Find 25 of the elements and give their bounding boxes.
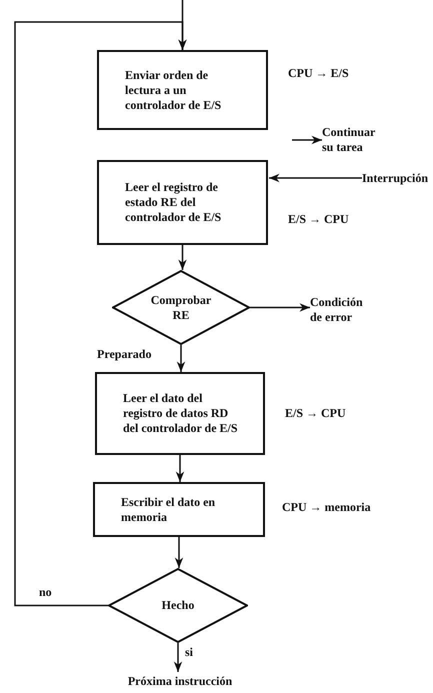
- arrow: [174, 643, 182, 672]
- process-box: Leer el dato del registro de datos RD del controlador de E/S: [95, 372, 265, 455]
- transfer-note: CPU → memoria: [282, 500, 371, 514]
- arrow: [292, 136, 322, 144]
- arrow: [178, 245, 187, 270]
- transfer-note: CPU → E/S: [288, 66, 349, 80]
- process-box: Leer el registro de estado RE del controlador de E/S: [97, 160, 268, 245]
- edge-label: Preparado: [96, 348, 152, 362]
- arrow: [269, 174, 362, 182]
- terminal-text: Próxima instrucción: [100, 672, 260, 690]
- process-box: Escribir el dato en memoria: [93, 482, 265, 537]
- decision-text: Hecho: [162, 598, 194, 613]
- arrow: [176, 345, 186, 372]
- arrow: [174, 537, 184, 568]
- decision-text: Comprobar RE: [150, 292, 212, 322]
- note-text: Condición de error: [310, 293, 374, 327]
- arrow: [176, 455, 184, 482]
- arrow: [14, 21, 187, 606]
- transfer-note: E/S → CPU: [285, 406, 346, 420]
- note-text: Interrupción: [362, 170, 432, 186]
- edge-label: si: [184, 646, 194, 660]
- process-box: Enviar orden de lectura a un controlador de E/S: [97, 50, 268, 130]
- note-text: Continuar su tarea: [322, 124, 384, 156]
- transfer-note: E/S → CPU: [288, 212, 349, 226]
- arrow: [250, 303, 310, 312]
